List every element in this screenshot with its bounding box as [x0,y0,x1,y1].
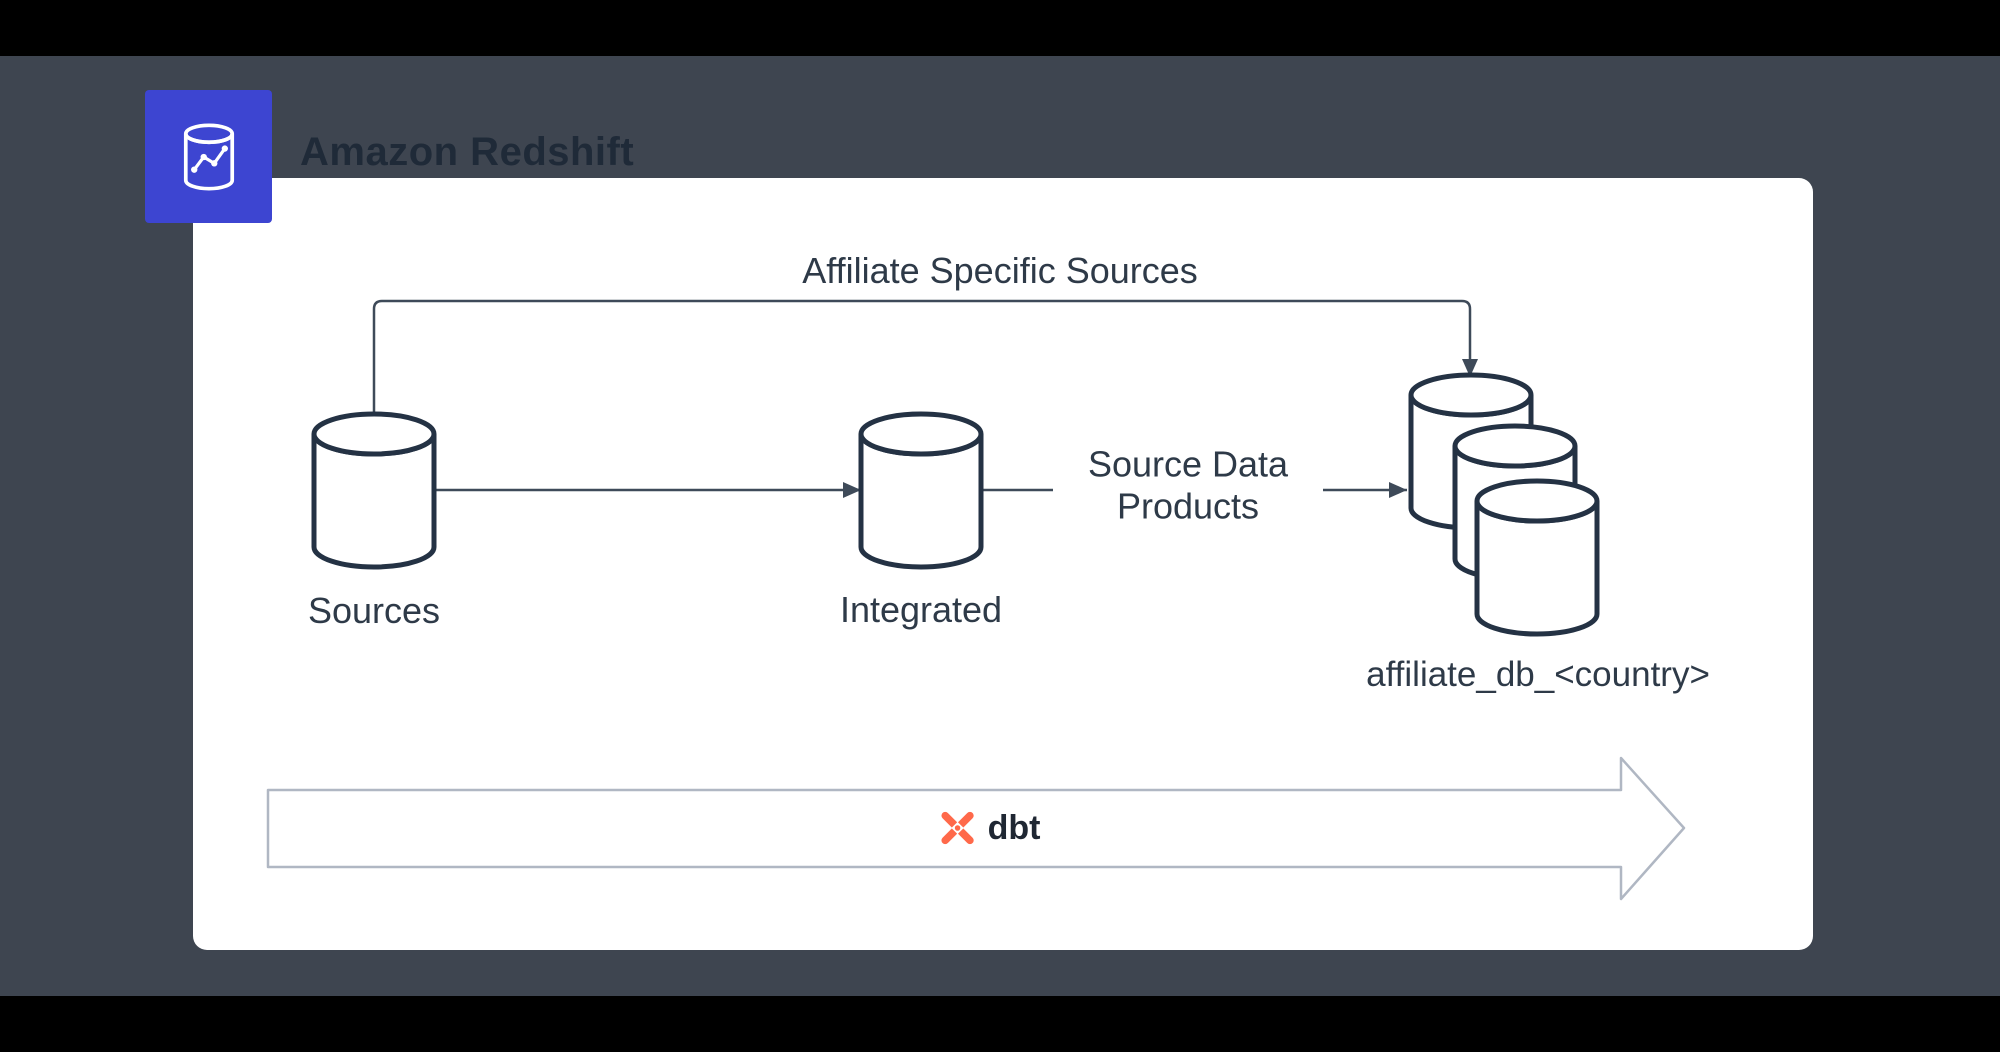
dbt-logo: dbt [938,808,1041,848]
integrated-node-label: Integrated [839,589,1003,630]
stack-cylinder-front [1474,478,1600,637]
redshift-database-icon [183,122,234,190]
database-stack-affiliate-db [1408,372,1600,637]
affiliate-flow-label: Affiliate Specific Sources [802,250,1198,291]
diagram-graphics [266,299,1686,901]
dbt-wordmark: dbt [987,808,1041,847]
database-cylinder-sources [311,411,437,570]
source-data-products-label: Source Data Products [1053,441,1323,531]
sources-node-label: Sources [307,590,441,631]
affiliate-db-node-label: affiliate_db_<country> [1366,655,1710,694]
dbt-logo-icon [941,811,974,845]
page-title: Amazon Redshift [300,130,635,174]
diagram-card: Affiliate Specific Sources Source Data P… [193,178,1813,950]
redshift-badge [145,90,272,223]
affiliate-flow-connector [372,299,1478,414]
dbt-process-arrow [266,756,1686,901]
database-cylinder-integrated [858,411,984,570]
